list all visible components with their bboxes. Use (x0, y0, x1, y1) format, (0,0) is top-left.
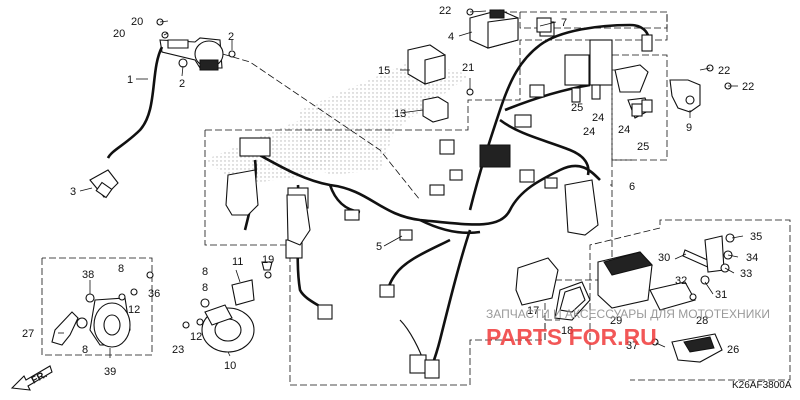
callout-8a: 8 (202, 266, 208, 278)
harness-outline-right (519, 12, 668, 29)
callout-25a: 25 (571, 102, 583, 114)
callout-7: 7 (561, 17, 567, 29)
watermark-line: ЗАПЧАСТИ И АКСЕССУАРЫ ДЛЯ МОТОТЕХНИКИ (486, 307, 770, 321)
controller-frame (589, 219, 791, 381)
callout-21: 21 (462, 62, 474, 74)
callout-8d: 8 (82, 344, 88, 356)
callouts: 20 20 2 2 1 3 22 4 7 15 21 13 22 22 9 25… (22, 5, 762, 378)
controller-29[interactable] (597, 251, 653, 309)
frame-silhouette-lower (205, 120, 360, 185)
horn-center[interactable] (201, 304, 255, 353)
callout-5: 5 (376, 241, 382, 253)
callout-12b: 12 (128, 304, 140, 316)
horn-left-frame (41, 257, 153, 356)
callout-3: 3 (70, 186, 76, 198)
callout-33: 33 (740, 268, 752, 280)
spark-plug-cap[interactable] (89, 169, 119, 199)
callout-37: 37 (626, 340, 638, 352)
callout-1: 1 (127, 74, 133, 86)
callout-38: 38 (82, 269, 94, 281)
unit-18[interactable] (554, 281, 591, 321)
callout-12a: 12 (190, 331, 202, 343)
center-hardware (182, 261, 273, 329)
horn-stay-27[interactable] (51, 311, 79, 346)
ht-cable-inner (107, 46, 163, 159)
callout-8b: 8 (202, 282, 208, 294)
bracket-frame (544, 319, 560, 340)
callout-10: 10 (224, 360, 236, 372)
callout-6: 6 (629, 181, 635, 193)
unit-17[interactable] (515, 257, 559, 306)
callout-22a: 22 (439, 5, 451, 17)
callout-23: 23 (172, 344, 184, 356)
callout-13: 13 (394, 108, 406, 120)
harness-rubber-boots (225, 169, 599, 246)
callout-2b: 2 (179, 78, 185, 90)
callout-11: 11 (232, 256, 243, 268)
horn-left[interactable] (89, 297, 131, 348)
callout-24a: 24 (592, 112, 604, 124)
callout-31: 31 (715, 289, 727, 301)
relay-13[interactable] (422, 96, 449, 123)
figure-code: K26AF3800A (732, 380, 792, 391)
callout-8c: 8 (118, 263, 124, 275)
cable-frame (174, 39, 421, 201)
callout-28: 28 (696, 315, 708, 327)
callout-20b: 20 (113, 28, 125, 40)
callout-26: 26 (727, 344, 739, 356)
relay-15[interactable] (407, 44, 446, 85)
callout-30: 30 (658, 252, 670, 264)
right-cluster-24-25[interactable] (571, 64, 653, 119)
callout-9: 9 (686, 122, 692, 134)
ignition-coil[interactable] (159, 37, 224, 71)
callout-39: 39 (104, 366, 116, 378)
callout-22c: 22 (742, 81, 754, 93)
callout-4: 4 (448, 31, 454, 43)
callout-18: 18 (561, 325, 573, 337)
callout-22b: 22 (718, 65, 730, 77)
callout-24c: 24 (618, 124, 630, 136)
switch-28[interactable] (649, 281, 696, 311)
callout-36: 36 (148, 288, 160, 300)
callout-29: 29 (610, 315, 622, 327)
watermark: ЗАПЧАСТИ И АКСЕССУАРЫ ДЛЯ МОТОТЕХНИКИ PA… (486, 307, 770, 350)
bracket-9[interactable] (669, 79, 701, 113)
callout-25b: 25 (637, 141, 649, 153)
callout-2a: 2 (228, 31, 234, 43)
callout-34: 34 (746, 252, 758, 264)
callout-32: 32 (675, 275, 687, 287)
callout-35: 35 (750, 231, 762, 243)
callout-15: 15 (378, 65, 390, 77)
watermark-brand: PARTS FOR.RU (486, 324, 657, 350)
harness-outline-lower (204, 130, 632, 386)
callout-24b: 24 (583, 126, 595, 138)
front-direction-arrow: FR. (10, 365, 53, 391)
callout-19: 19 (262, 254, 274, 266)
callout-17: 17 (527, 305, 539, 317)
ht-cable (106, 46, 164, 159)
fuse-box[interactable] (469, 9, 519, 49)
leader-lines (58, 10, 744, 358)
horn-stay-11[interactable] (231, 279, 255, 306)
callout-27: 27 (22, 328, 34, 340)
switch-26[interactable] (671, 333, 723, 363)
callout-20a: 20 (131, 16, 143, 28)
right-hardware (156, 8, 735, 346)
